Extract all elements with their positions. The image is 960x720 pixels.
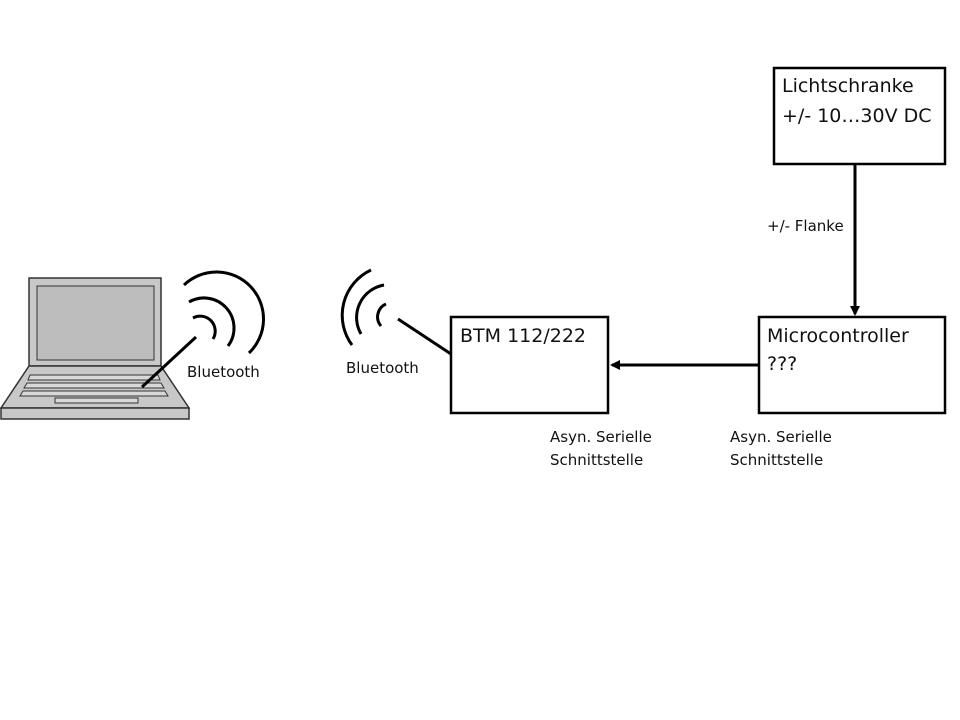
module-antenna-line [397,317,452,356]
laptop-signal-waves [182,270,266,355]
serial-mc-label-line2: Schnittstelle [730,451,823,469]
flanke-label: +/- Flanke [767,217,844,235]
lichtschranke-box [772,66,947,166]
laptop-icon [0,277,198,420]
microcontroller-label-line2: ??? [767,353,797,375]
microcontroller-label-line1: Microcontroller [767,325,909,347]
lichtschranke-label-line1: Lichtschranke [782,75,914,97]
bluetooth-laptop-label: Bluetooth [187,363,260,381]
btm-label: BTM 112/222 [460,325,586,347]
lichtschranke-node: Lichtschranke +/- 10…30V DC [772,66,947,166]
microcontroller-node: Microcontroller ??? [757,315,947,415]
serial-btm-label-line1: Asyn. Serielle [550,428,652,446]
bluetooth-module-label: Bluetooth [346,359,419,377]
lichtschranke-label-line2: +/- 10…30V DC [782,105,932,127]
microcontroller-box [757,315,947,415]
module-signal-waves [340,268,387,346]
btm-node: BTM 112/222 [449,315,610,415]
serial-mc-label-line1: Asyn. Serielle [730,428,832,446]
btm-box [449,315,610,415]
serial-btm-label-line2: Schnittstelle [550,451,643,469]
